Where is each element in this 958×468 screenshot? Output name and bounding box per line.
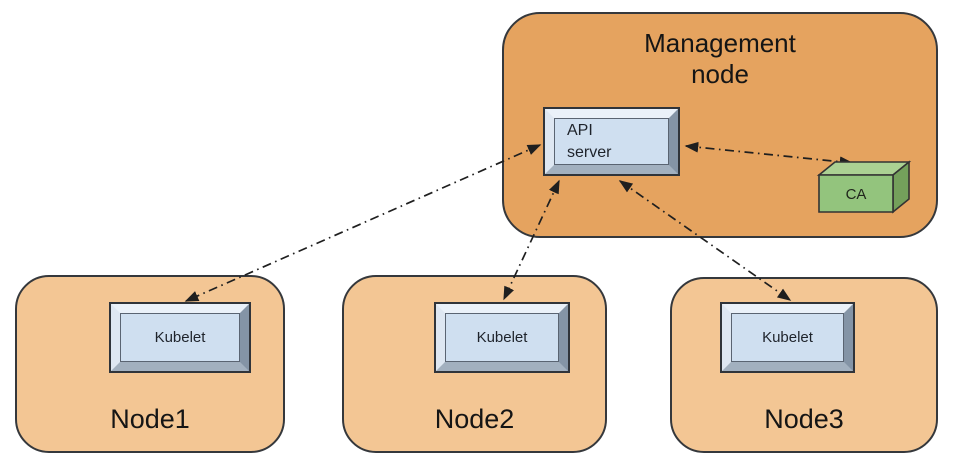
ca-label: CA xyxy=(846,186,867,203)
ca-front-face xyxy=(818,174,894,213)
kubelet2-box: Kubelet xyxy=(434,302,570,373)
kubelet3-box: Kubelet xyxy=(720,302,855,373)
node2-label: Node2 xyxy=(434,404,515,434)
node3-label: Node3 xyxy=(764,404,844,434)
api-server-face: API server xyxy=(554,118,669,165)
kubelet1-box: Kubelet xyxy=(109,302,251,373)
kubelet2-bevel: Kubelet xyxy=(436,304,568,371)
ca-box: CA xyxy=(816,160,912,214)
kubelet3-bevel: Kubelet xyxy=(722,304,853,371)
node1-label: Node1 xyxy=(110,404,190,434)
kubelet1-label: Kubelet xyxy=(120,313,240,362)
kubelet2-label: Kubelet xyxy=(445,313,559,362)
management-node-label: Management node xyxy=(644,28,796,89)
api-server-bevel: API server xyxy=(545,109,678,174)
api-server-label: API server xyxy=(567,121,612,161)
api-server-box: API server xyxy=(543,107,680,176)
kubelet1-bevel: Kubelet xyxy=(111,304,249,371)
kubelet3-label: Kubelet xyxy=(731,313,844,362)
